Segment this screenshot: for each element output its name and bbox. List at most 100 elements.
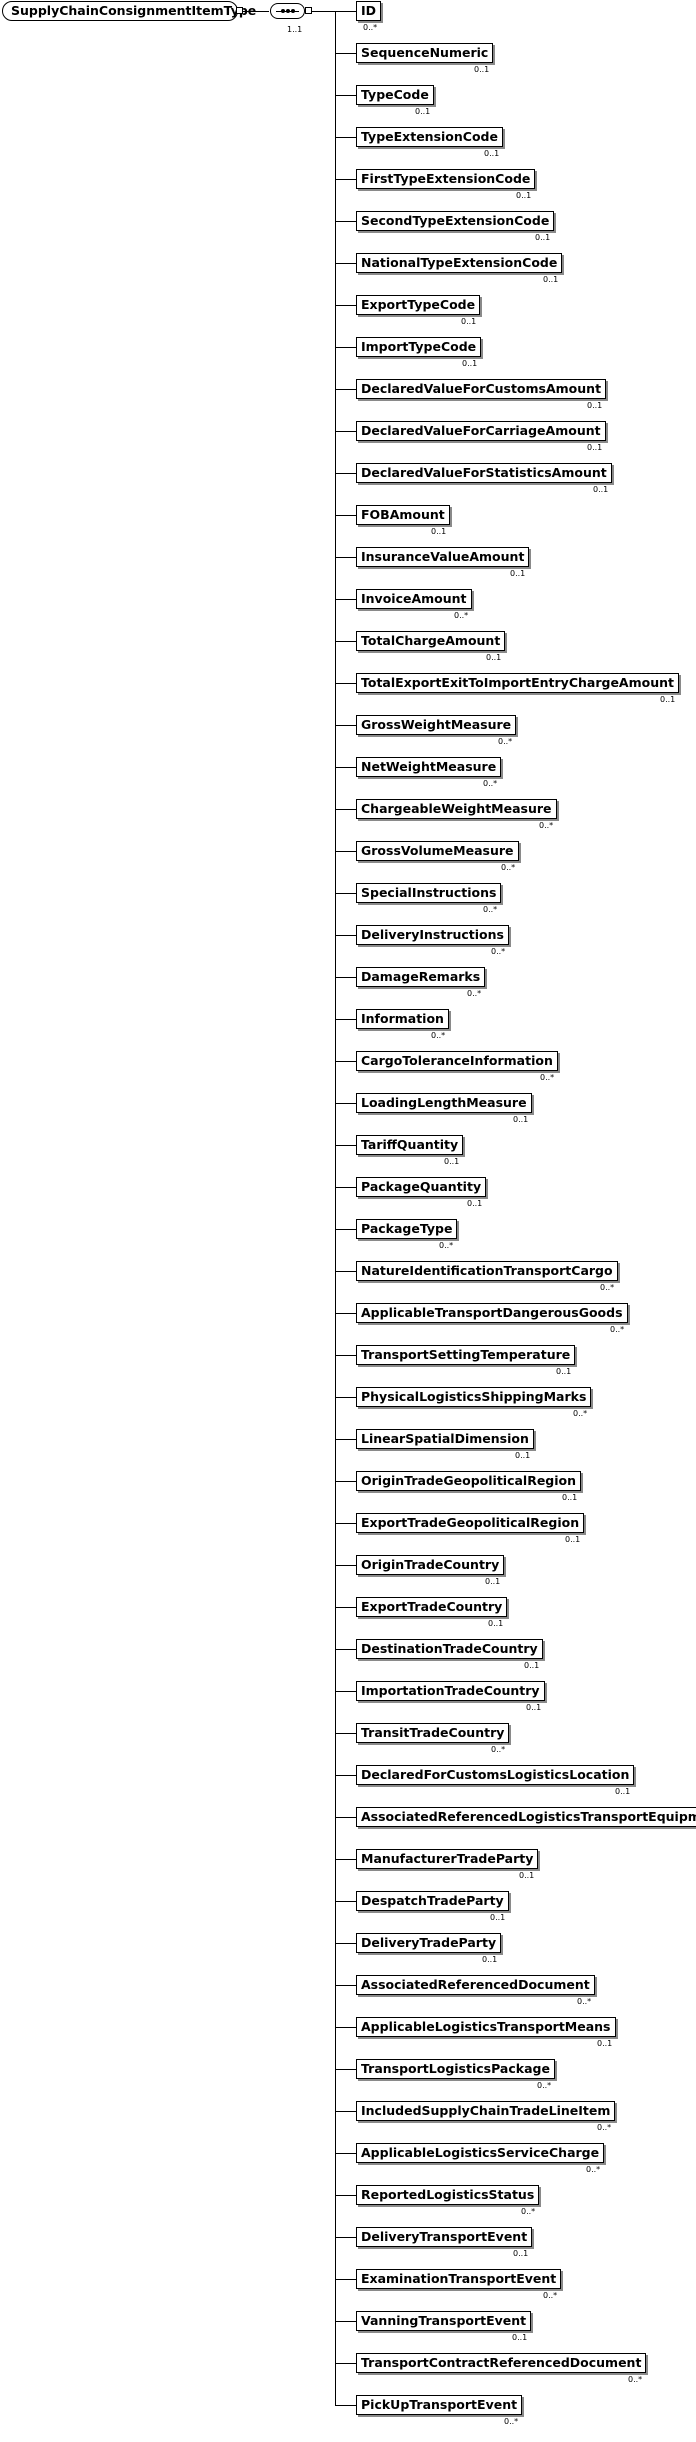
root-type-box[interactable]: SupplyChainConsignmentItemType [2, 1, 256, 21]
element-cardinality: 0..1 [513, 2249, 529, 2258]
element-box[interactable]: TotalExportExitToImportEntryChargeAmount [356, 673, 679, 693]
element-box[interactable]: NetWeightMeasure [356, 757, 502, 777]
element-box[interactable]: DeliveryTransportEvent [356, 2227, 533, 2247]
element-box[interactable]: FOBAmount [356, 505, 450, 525]
element-label: ReportedLogisticsStatus [361, 2187, 535, 2202]
element-cardinality: 0..* [628, 2375, 643, 2384]
element-label: SequenceNumeric [361, 45, 489, 60]
element-box[interactable]: ImportationTradeCountry [356, 1681, 545, 1701]
element-box[interactable]: ID [356, 1, 382, 21]
element-box[interactable]: ExportTradeCountry [356, 1597, 508, 1617]
element-label: DeliveryInstructions [361, 927, 504, 942]
element-box[interactable]: SpecialInstructions [356, 883, 502, 903]
child-connector [335, 263, 357, 265]
element-cardinality: 0..* [543, 2291, 558, 2300]
element-label: DeliveryTransportEvent [361, 2229, 528, 2244]
element-cardinality: 0..1 [562, 1493, 578, 1502]
element-cardinality: 0..* [491, 947, 506, 956]
child-connector [335, 1943, 357, 1945]
element-box[interactable]: DeclaredValueForCustomsAmount [356, 379, 607, 399]
child-connector [335, 2321, 357, 2323]
element-box[interactable]: GrossWeightMeasure [356, 715, 517, 735]
child-connector [335, 1901, 357, 1903]
element-box[interactable]: TransportLogisticsPackage [356, 2059, 555, 2079]
element-label: DespatchTradeParty [361, 1893, 504, 1908]
element-box[interactable]: ExportTradeGeopoliticalRegion [356, 1513, 585, 1533]
element-box[interactable]: ExaminationTransportEvent [356, 2269, 562, 2289]
element-box[interactable]: TransitTradeCountry [356, 1723, 510, 1743]
element-box[interactable]: DestinationTradeCountry [356, 1639, 543, 1659]
element-box[interactable]: PhysicalLogisticsShippingMarks [356, 1387, 592, 1407]
element-box[interactable]: IncludedSupplyChainTradeLineItem [356, 2101, 616, 2121]
element-box[interactable]: InvoiceAmount [356, 589, 472, 609]
sequence-collapse-toggle[interactable] [305, 7, 312, 14]
root-collapse-toggle[interactable] [236, 7, 243, 14]
element-label: AssociatedReferencedDocument [361, 1977, 590, 1992]
element-cardinality: 0..1 [486, 653, 502, 662]
element-box[interactable]: TypeExtensionCode [356, 127, 503, 147]
sequence-compositor-icon[interactable] [270, 3, 305, 19]
element-box[interactable]: InsuranceValueAmount [356, 547, 530, 567]
element-box[interactable]: ImportTypeCode [356, 337, 482, 357]
child-connector [335, 1355, 357, 1357]
element-box[interactable]: PackageQuantity [356, 1177, 487, 1197]
element-box[interactable]: FirstTypeExtensionCode [356, 169, 536, 189]
element-cardinality: 0..1 [488, 1619, 504, 1628]
child-connector [335, 977, 357, 979]
element-box[interactable]: SequenceNumeric [356, 43, 494, 63]
element-box[interactable]: NatureIdentificationTransportCargo [356, 1261, 618, 1281]
element-box[interactable]: TransportContractReferencedDocument [356, 2353, 647, 2373]
element-box[interactable]: DamageRemarks [356, 967, 486, 987]
element-box[interactable]: AssociatedReferencedDocument [356, 1975, 595, 1995]
element-box[interactable]: DeclaredValueForStatisticsAmount [356, 463, 612, 483]
element-box[interactable]: ApplicableLogisticsServiceCharge [356, 2143, 605, 2163]
element-box[interactable]: DeliveryInstructions [356, 925, 509, 945]
child-connector [335, 2111, 357, 2113]
element-label: DeclaredValueForCustomsAmount [361, 381, 602, 396]
element-cardinality: 0..1 [510, 569, 526, 578]
element-box[interactable]: ChargeableWeightMeasure [356, 799, 557, 819]
element-box[interactable]: TotalChargeAmount [356, 631, 506, 651]
element-label: PackageType [361, 1221, 453, 1236]
element-box[interactable]: GrossVolumeMeasure [356, 841, 519, 861]
element-cardinality: 0..1 [482, 1955, 498, 1964]
child-connector [335, 179, 357, 181]
element-box[interactable]: TariffQuantity [356, 1135, 464, 1155]
element-box[interactable]: PackageType [356, 1219, 458, 1239]
element-box[interactable]: Information [356, 1009, 449, 1029]
element-box[interactable]: DeclaredValueForCarriageAmount [356, 421, 606, 441]
element-label: VanningTransportEvent [361, 2313, 527, 2328]
element-box[interactable]: TransportSettingTemperature [356, 1345, 576, 1365]
element-label: FirstTypeExtensionCode [361, 171, 531, 186]
element-cardinality: 0..1 [461, 317, 477, 326]
child-connector [335, 221, 357, 223]
element-box[interactable]: PickUpTransportEvent [356, 2395, 523, 2415]
element-box[interactable]: OriginTradeCountry [356, 1555, 505, 1575]
element-box[interactable]: LoadingLengthMeasure [356, 1093, 532, 1113]
element-box[interactable]: VanningTransportEvent [356, 2311, 532, 2331]
element-box[interactable]: ApplicableTransportDangerousGoods [356, 1303, 628, 1323]
element-box[interactable]: DeclaredForCustomsLogisticsLocation [356, 1765, 635, 1785]
element-cardinality: 0..* [597, 2123, 612, 2132]
element-label: LinearSpatialDimension [361, 1431, 529, 1446]
element-box[interactable]: ManufacturerTradeParty [356, 1849, 539, 1869]
element-box[interactable]: ReportedLogisticsStatus [356, 2185, 540, 2205]
element-box[interactable]: CargoToleranceInformation [356, 1051, 558, 1071]
element-box[interactable]: OriginTradeGeopoliticalRegion [356, 1471, 582, 1491]
children-spine [335, 11, 336, 2405]
child-connector [335, 725, 357, 727]
element-box[interactable]: SecondTypeExtensionCode [356, 211, 555, 231]
element-box[interactable]: TypeCode [356, 85, 434, 105]
element-cardinality: 0..1 [512, 2333, 528, 2342]
element-box[interactable]: DespatchTradeParty [356, 1891, 509, 1911]
element-box[interactable]: NationalTypeExtensionCode [356, 253, 563, 273]
element-box[interactable]: ExportTypeCode [356, 295, 481, 315]
element-cardinality: 0..1 [431, 527, 447, 536]
child-connector [335, 1733, 357, 1735]
element-box[interactable]: DeliveryTradeParty [356, 1933, 502, 1953]
element-cardinality: 0..* [540, 1073, 555, 1082]
element-box[interactable]: AssociatedReferencedLogisticsTransportEq… [356, 1807, 696, 1827]
element-cardinality: 0..* [454, 611, 469, 620]
element-box[interactable]: LinearSpatialDimension [356, 1429, 534, 1449]
element-box[interactable]: ApplicableLogisticsTransportMeans [356, 2017, 616, 2037]
